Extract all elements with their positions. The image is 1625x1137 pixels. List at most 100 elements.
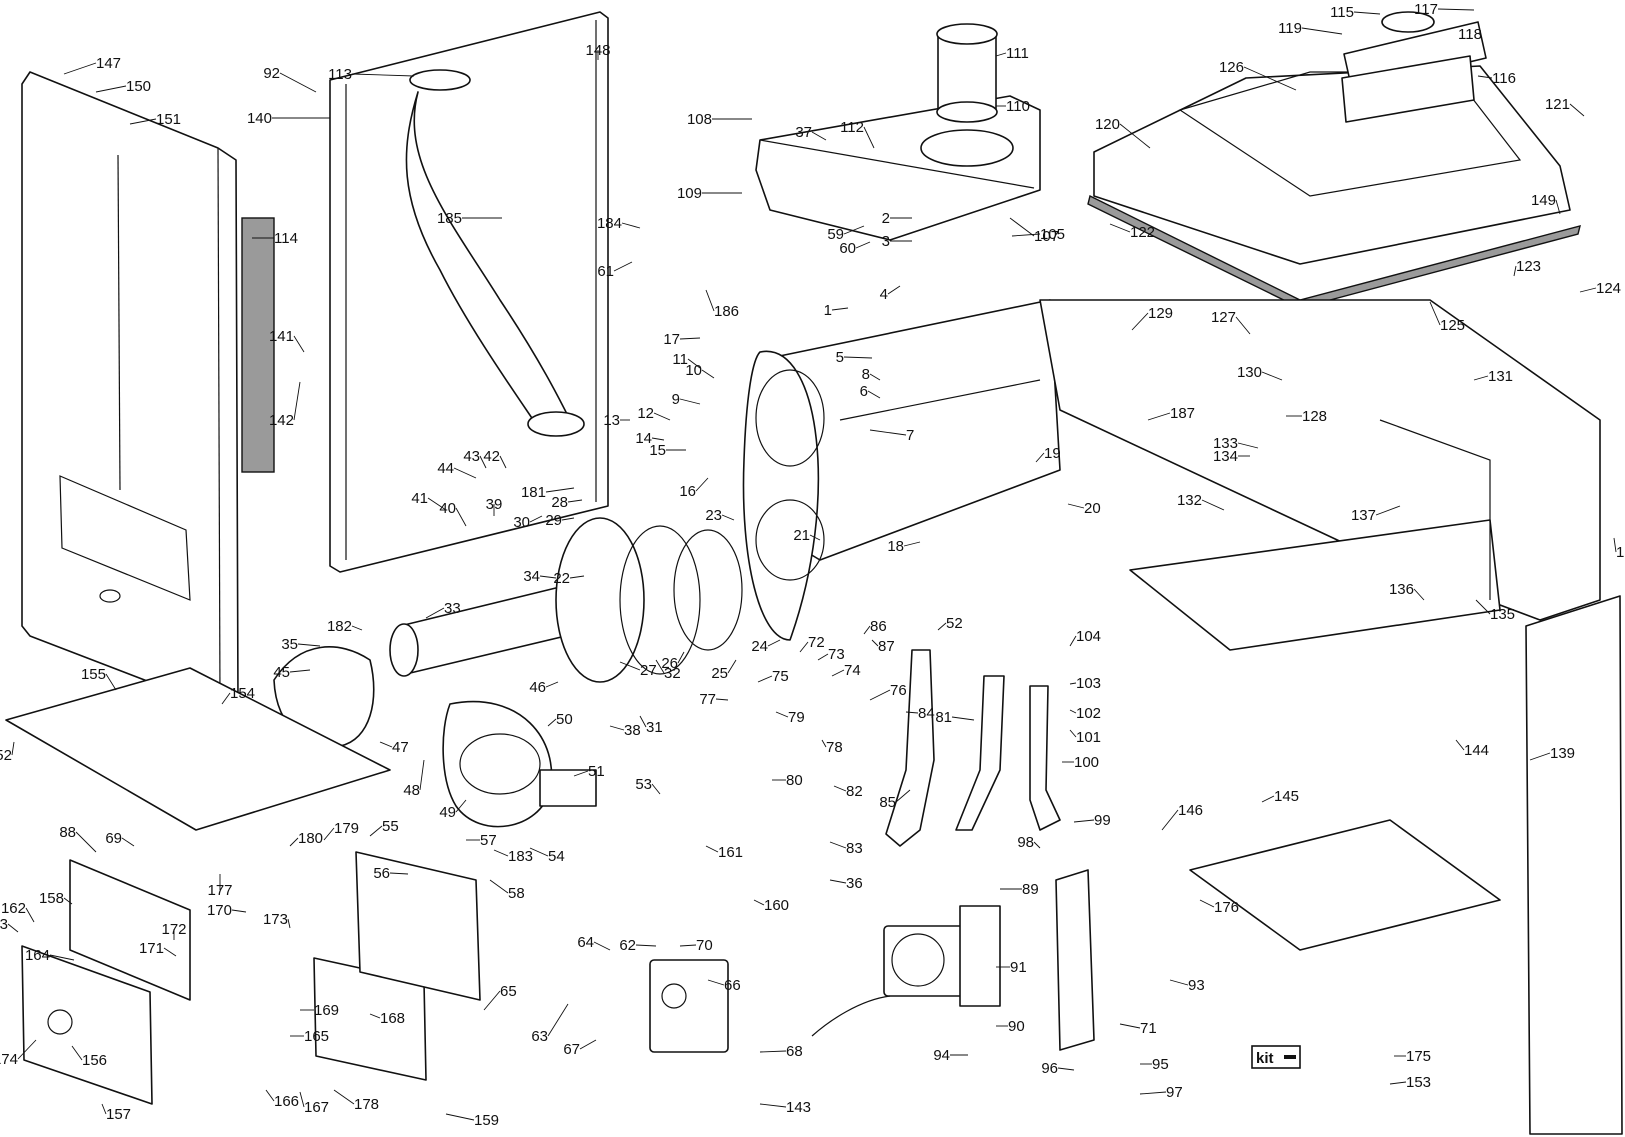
- leader-line-35: [297, 643, 321, 647]
- leader-line-32: [655, 659, 665, 674]
- leader-line-48: [419, 759, 425, 791]
- leader-line-145: [1261, 795, 1275, 803]
- callout-label: 81: [935, 709, 952, 726]
- leader-line-141: [293, 335, 305, 353]
- callout-label: 65: [500, 983, 517, 1000]
- callout-label: 3: [882, 233, 890, 250]
- leader-line-150: [95, 85, 127, 93]
- flow-return-pipes: [885, 649, 1061, 847]
- callout-label: 25: [711, 665, 728, 682]
- leader-line-98: [1033, 841, 1041, 849]
- callout-label: 129: [1148, 305, 1173, 322]
- callout-label: 95: [1152, 1056, 1169, 1073]
- callout-label: 113: [328, 66, 352, 83]
- control-panel-front: [21, 945, 153, 1105]
- callout-label: 98: [1017, 834, 1034, 851]
- callout-label: 24: [751, 638, 768, 655]
- callout-label: 5: [836, 349, 844, 366]
- callout-label: 111: [1006, 45, 1029, 62]
- callout-label: 20: [1084, 500, 1101, 517]
- callout-label: 79: [788, 709, 805, 726]
- leader-line-75: [757, 675, 773, 683]
- leader-line-52: [937, 622, 947, 631]
- callout-label: 150: [126, 78, 151, 95]
- leader-line-186: [705, 289, 715, 312]
- leader-line-112: [863, 126, 875, 149]
- callout-label: 128: [1302, 408, 1327, 425]
- chassis-frame: [1039, 299, 1601, 651]
- leader-line-99: [1073, 819, 1095, 823]
- leader-line-46: [545, 681, 559, 688]
- callout-label: 90: [1008, 1018, 1025, 1035]
- leader-line-170: [231, 909, 247, 913]
- callout-label: 166: [274, 1093, 299, 1110]
- leader-line-41: [427, 497, 447, 511]
- callout-label: 31: [646, 719, 663, 736]
- leader-line-156: [71, 1045, 83, 1061]
- callout-label: 170: [207, 902, 232, 919]
- leader-line-171: [163, 947, 177, 957]
- callout-label: 45: [273, 664, 290, 681]
- callout-label: 1: [824, 302, 832, 319]
- leader-line-161: [705, 845, 719, 853]
- heat-exchanger: [742, 299, 1061, 641]
- leader-line-122: [1109, 223, 1131, 233]
- callout-leaders: [7, 8, 1617, 1121]
- callout-label: 83: [846, 840, 863, 857]
- terminal-block-cover: [355, 851, 481, 1001]
- leader-line-115: [1353, 11, 1381, 15]
- gas-valve: [649, 959, 729, 1053]
- callout-label: 8: [862, 366, 870, 383]
- callout-label: 57: [480, 832, 497, 849]
- leader-line-144: [1455, 739, 1465, 751]
- callout-label: 7: [906, 427, 914, 444]
- callout-label: 12: [637, 405, 654, 422]
- callout-label: 51: [588, 763, 605, 780]
- callout-label: 186: [714, 303, 739, 320]
- callout-label: 142: [269, 412, 294, 429]
- leader-line-54: [529, 847, 549, 857]
- callout-label: 32: [664, 665, 681, 682]
- leader-line-116: [1477, 75, 1493, 79]
- leader-line-33: [425, 607, 445, 619]
- callout-label: 127: [1211, 309, 1236, 326]
- leader-line-164: [49, 954, 75, 961]
- leader-line-49: [455, 799, 467, 813]
- leader-line-147: [63, 62, 97, 75]
- leader-line-11: [687, 358, 701, 369]
- leader-line-158: [63, 897, 73, 905]
- callout-label: 38: [624, 722, 641, 739]
- callout-label: 177: [207, 882, 232, 899]
- leader-line-51: [573, 770, 589, 777]
- callout-label: 100: [1074, 754, 1099, 771]
- callout-label: 23: [705, 507, 722, 524]
- callout-label: 63: [531, 1028, 548, 1045]
- callout-label: 114: [274, 230, 298, 247]
- callout-label: 173: [263, 911, 288, 928]
- callout-label: 87: [878, 638, 895, 655]
- leader-line-63: [547, 1003, 569, 1037]
- leader-line-142: [293, 381, 301, 421]
- leader-line-53: [651, 783, 661, 795]
- callout-label: 53: [635, 776, 652, 793]
- leader-line-66: [707, 979, 725, 986]
- callout-label: 85: [879, 794, 896, 811]
- callout-label: 162: [1, 900, 26, 917]
- leader-line-40: [455, 507, 467, 527]
- callout-label: 74: [844, 662, 861, 679]
- leader-line-104: [1069, 635, 1077, 647]
- callout-label: 112: [840, 119, 864, 136]
- callout-label: 89: [1022, 881, 1039, 898]
- leader-line-55: [369, 825, 383, 837]
- leader-line-138: [1613, 537, 1617, 553]
- leader-line-25: [727, 659, 737, 674]
- leader-line-168: [369, 1013, 381, 1019]
- leader-line-67: [579, 1039, 597, 1050]
- callout-label: 6: [860, 383, 868, 400]
- callout-label: 76: [890, 682, 907, 699]
- callout-label: 71: [1140, 1020, 1157, 1037]
- leader-line-86: [863, 625, 871, 635]
- callout-label: 16: [679, 483, 696, 500]
- leader-line-139: [1529, 752, 1551, 761]
- callout-label: 139: [1550, 745, 1575, 762]
